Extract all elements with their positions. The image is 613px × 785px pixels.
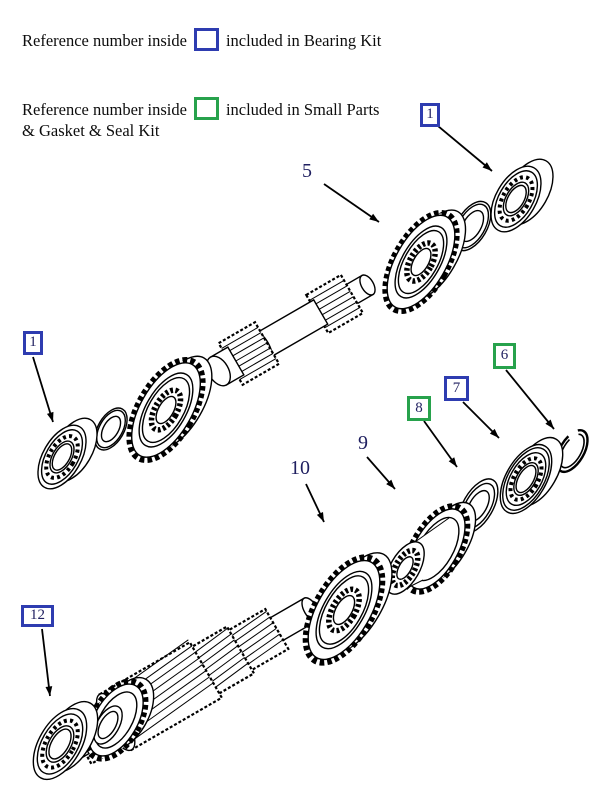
gear-5-third-gear (382, 209, 467, 315)
legend-bearing-kit: Reference number inside included in Beari… (22, 28, 422, 51)
gear-left-mainshaft (126, 355, 213, 464)
legend-small-parts-prefix: Reference number inside (22, 100, 187, 119)
bearing-kit-box-swatch (193, 28, 219, 51)
legend-small-parts-kit: Reference number inside included in Small… (22, 97, 422, 141)
gear-9-with-hub (385, 501, 477, 595)
legend-small-parts-suffix-line1: included in Small Parts (225, 100, 380, 119)
legend-bearing-kit-suffix: included in Bearing Kit (225, 31, 382, 50)
leader-arrow (323, 183, 380, 223)
callout-7: 7 (444, 376, 469, 401)
callout-6: 6 (493, 343, 516, 369)
bearing-1-left (37, 417, 98, 490)
callout-1-top-right: 1 (420, 103, 440, 127)
callout-10: 10 (290, 457, 310, 479)
callout-5: 5 (302, 160, 312, 182)
callout-8: 8 (407, 396, 431, 421)
leader-arrows (32, 125, 555, 697)
small-parts-kit-box-swatch (193, 97, 219, 120)
leader-arrow (32, 356, 54, 423)
leader-arrow (41, 628, 51, 697)
leader-arrow (505, 369, 555, 430)
gear-small-bottom (83, 676, 155, 762)
callout-12: 12 (21, 605, 54, 627)
washer-left (94, 407, 128, 451)
callout-1-left: 1 (23, 331, 43, 355)
bearing-1-right (490, 158, 554, 233)
bearing-12 (32, 700, 99, 781)
main-shaft (206, 273, 376, 387)
legend-small-parts-suffix-line2: & Gasket & Seal Kit (22, 121, 160, 140)
leader-arrow (437, 125, 493, 172)
legend-bearing-kit-prefix: Reference number inside (22, 31, 187, 50)
callout-9: 9 (358, 432, 368, 454)
bearing-7 (499, 436, 564, 515)
gear-10-second-gear (302, 552, 393, 666)
